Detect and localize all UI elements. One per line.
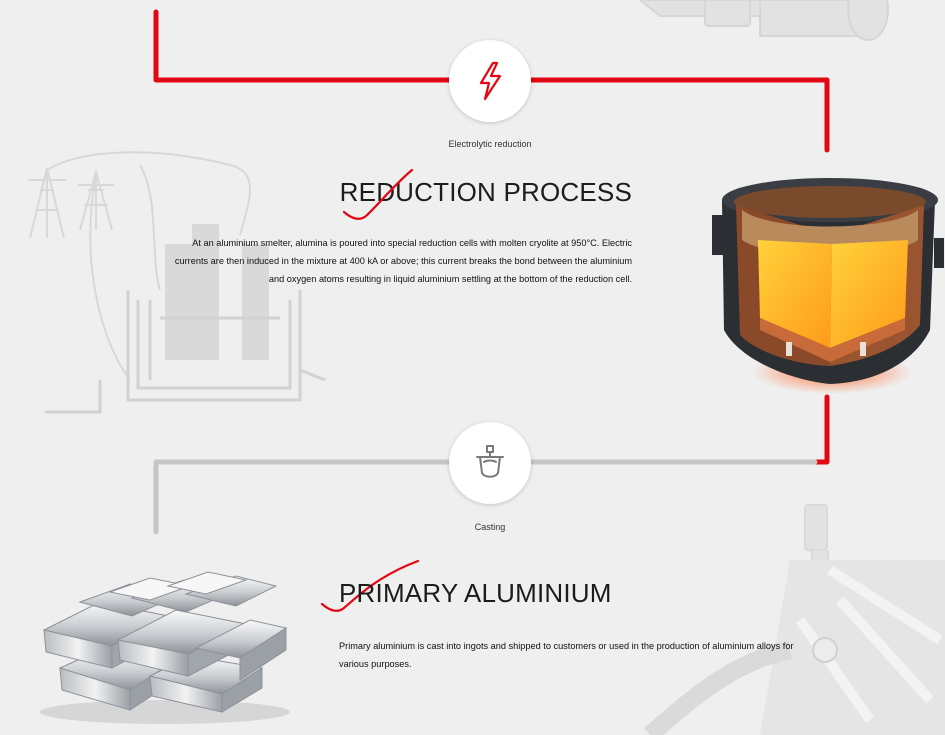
lightning-icon	[479, 61, 502, 101]
section-description: At an aluminium smelter, alumina is pour…	[174, 238, 632, 285]
ladle-icon	[476, 445, 504, 478]
step-caption: Casting	[474, 522, 506, 532]
section-heading: PRIMARY ALUMINIUM	[339, 578, 612, 608]
inactive-process-line	[153, 459, 818, 535]
step-casting-button[interactable]	[449, 422, 531, 504]
casting-crane-illustration	[643, 504, 945, 735]
reduction-cell-illustration	[45, 224, 326, 414]
section-description: Primary aluminium is cast into ingots an…	[339, 641, 794, 670]
pipe-illustration	[638, 0, 889, 41]
step-caption: Electrolytic reduction	[448, 139, 532, 149]
power-tower-illustration	[28, 151, 251, 381]
step-electrolytic-reduction-button[interactable]	[449, 40, 531, 122]
active-process-line-middle	[812, 394, 830, 465]
